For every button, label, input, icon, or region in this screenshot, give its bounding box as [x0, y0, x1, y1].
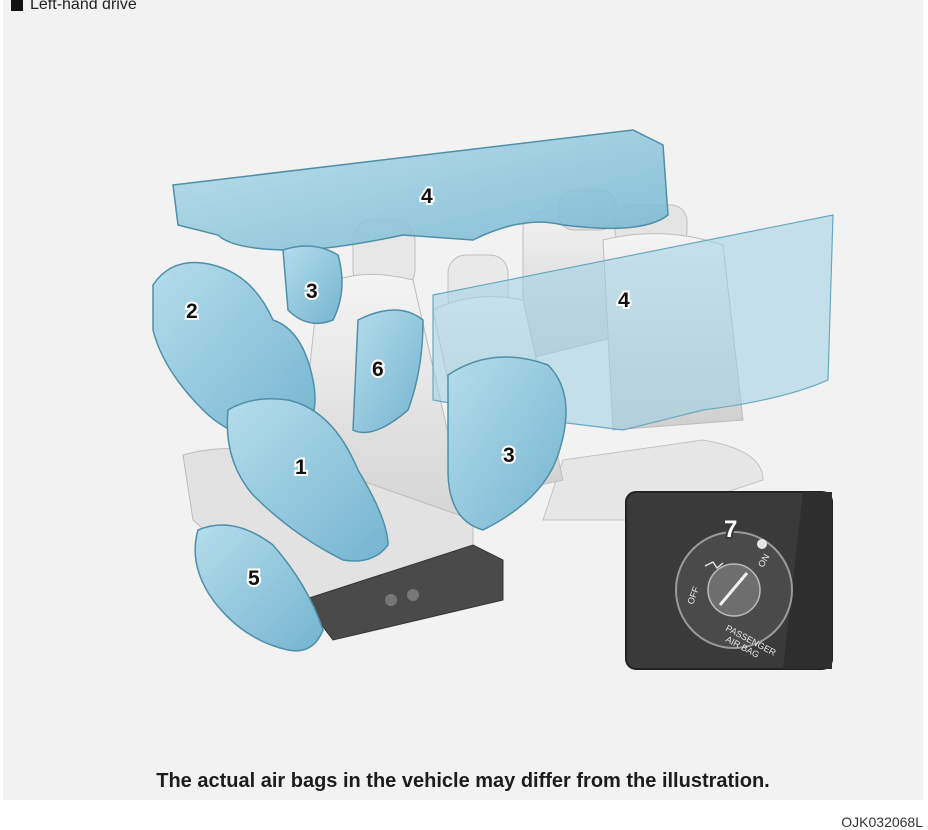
callout-5: 5	[248, 567, 260, 590]
callout-3-left: 3	[306, 280, 318, 303]
airbag-on-icon	[757, 539, 767, 549]
callout-6: 6	[372, 358, 384, 381]
disclaimer-caption: The actual air bags in the vehicle may d…	[3, 770, 923, 793]
callout-3-right: 3	[503, 444, 515, 467]
callout-4-right: 4	[618, 289, 630, 312]
callout-1: 1	[295, 456, 307, 479]
illustration-panel: Left-hand drive	[3, 0, 923, 800]
callout-2: 2	[186, 300, 198, 323]
airbag-illustration: 4 4 3 2 6 1 3 5 7 OFF ON PASSENGER AIR B…	[3, 0, 923, 800]
image-code: OJK032068L	[841, 814, 923, 830]
callout-4-top: 4	[421, 185, 433, 208]
passenger-airbag-switch-inset: 7 OFF ON PASSENGER AIR BAG	[626, 492, 832, 669]
callout-7: 7	[724, 516, 737, 543]
